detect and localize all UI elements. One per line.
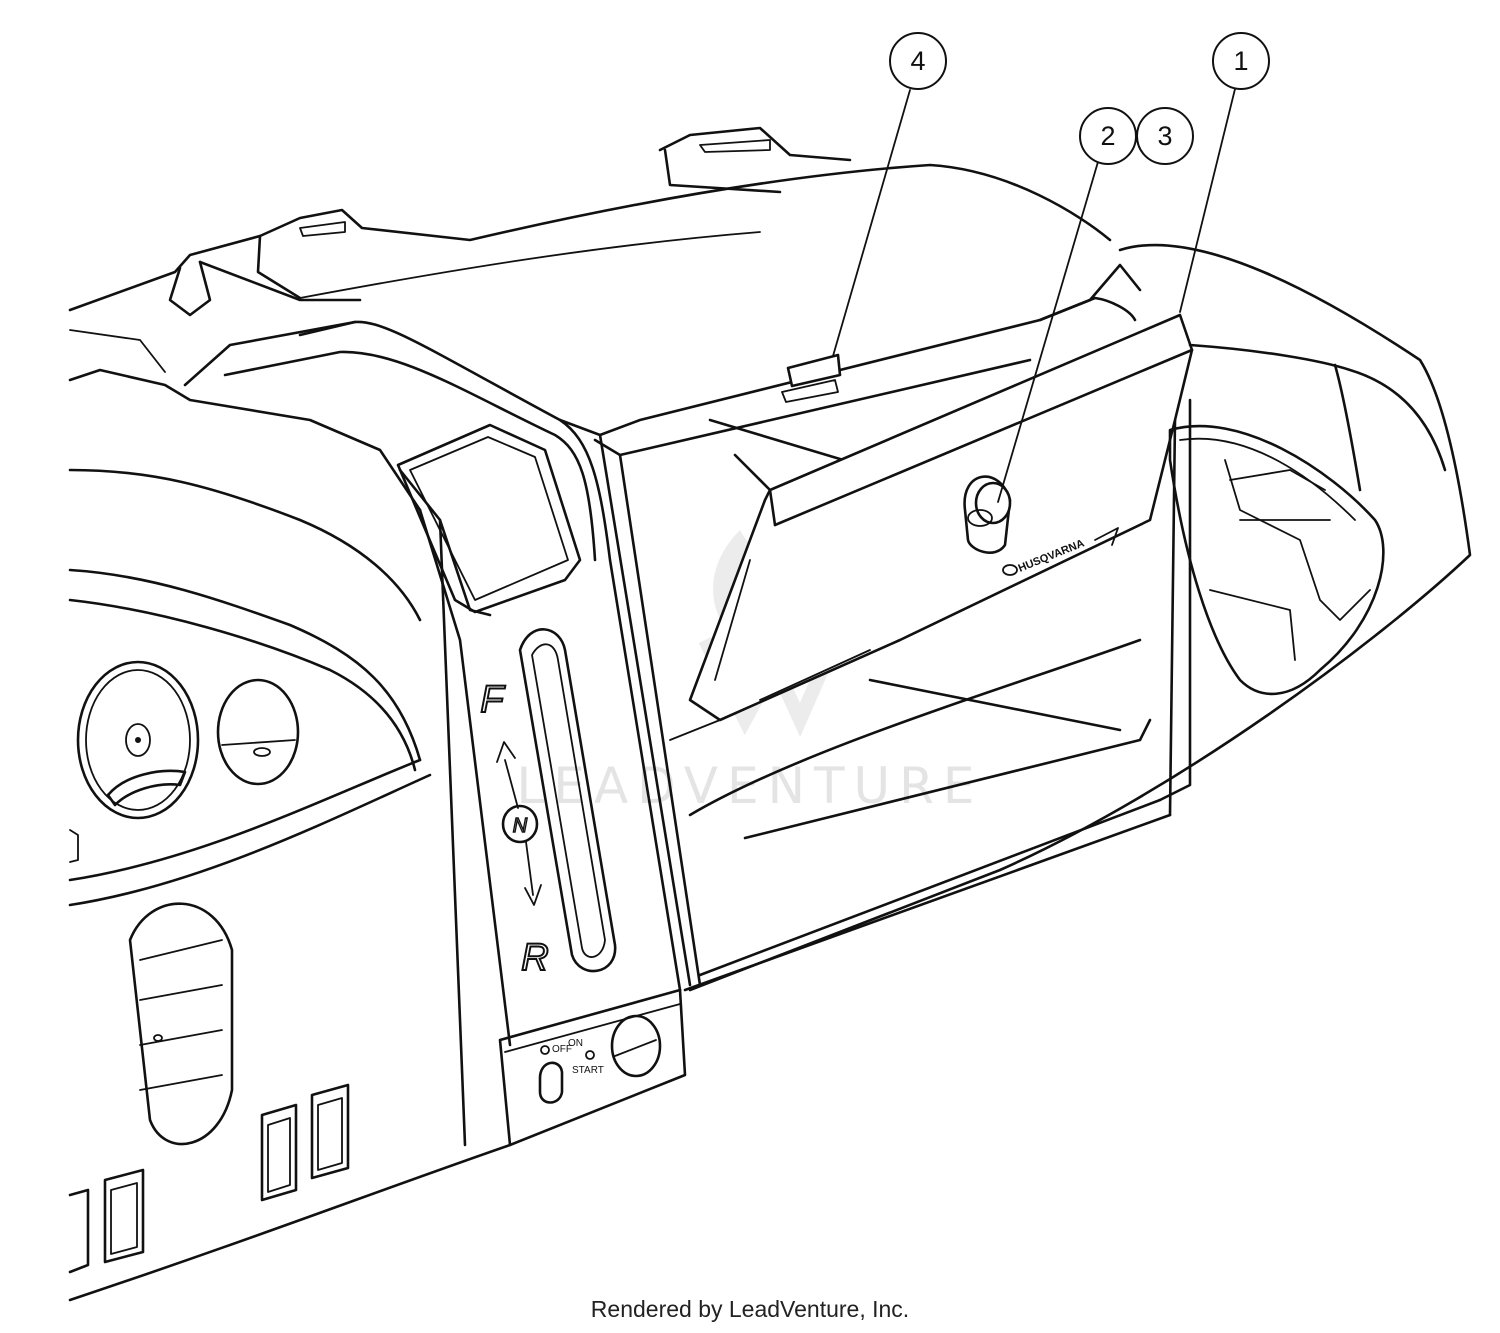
- ignition-start-label: START: [572, 1065, 604, 1076]
- shifter-reverse-letter: R: [521, 937, 548, 979]
- glovebox-housing: [558, 263, 1192, 992]
- glovebox-door: HUSQVARNA: [669, 313, 1194, 741]
- hour-meter-gauge: [216, 678, 300, 786]
- shifter-neutral-letter: N: [513, 815, 528, 837]
- credit-line: Rendered by LeadVenture, Inc.: [590, 1296, 910, 1322]
- hood-rear: [68, 126, 1112, 373]
- callout-1: 1: [1212, 32, 1270, 90]
- svg-text:4: 4: [910, 46, 925, 76]
- right-fender: [688, 243, 1472, 992]
- latch-catch: [781, 353, 842, 403]
- shifter-arrows: [496, 741, 542, 906]
- callout-3: 3: [1136, 107, 1194, 165]
- svg-text:1: 1: [1233, 46, 1248, 76]
- ignition-on-label: ON: [568, 1038, 583, 1049]
- side-vent: [128, 902, 234, 1146]
- callout-4: 4: [889, 32, 947, 90]
- callout-2: 2: [1079, 107, 1137, 165]
- ignition-off-label: OFF: [552, 1044, 572, 1055]
- speed-gauge: [76, 660, 200, 820]
- leader-lines: [832, 88, 1236, 503]
- shifter-slot: [518, 628, 617, 973]
- watermark-text: LEADVENTURE: [517, 757, 984, 815]
- svg-text:2: 2: [1100, 121, 1115, 151]
- toggle-switches: [68, 1083, 350, 1274]
- ignition-panel: OFF ON START: [498, 988, 687, 1147]
- svg-text:3: 3: [1157, 121, 1172, 151]
- shift-column: F R N OFF ON START: [183, 320, 687, 1147]
- left-dash-pod: [68, 368, 512, 1302]
- shifter-forward-letter: F: [480, 679, 505, 721]
